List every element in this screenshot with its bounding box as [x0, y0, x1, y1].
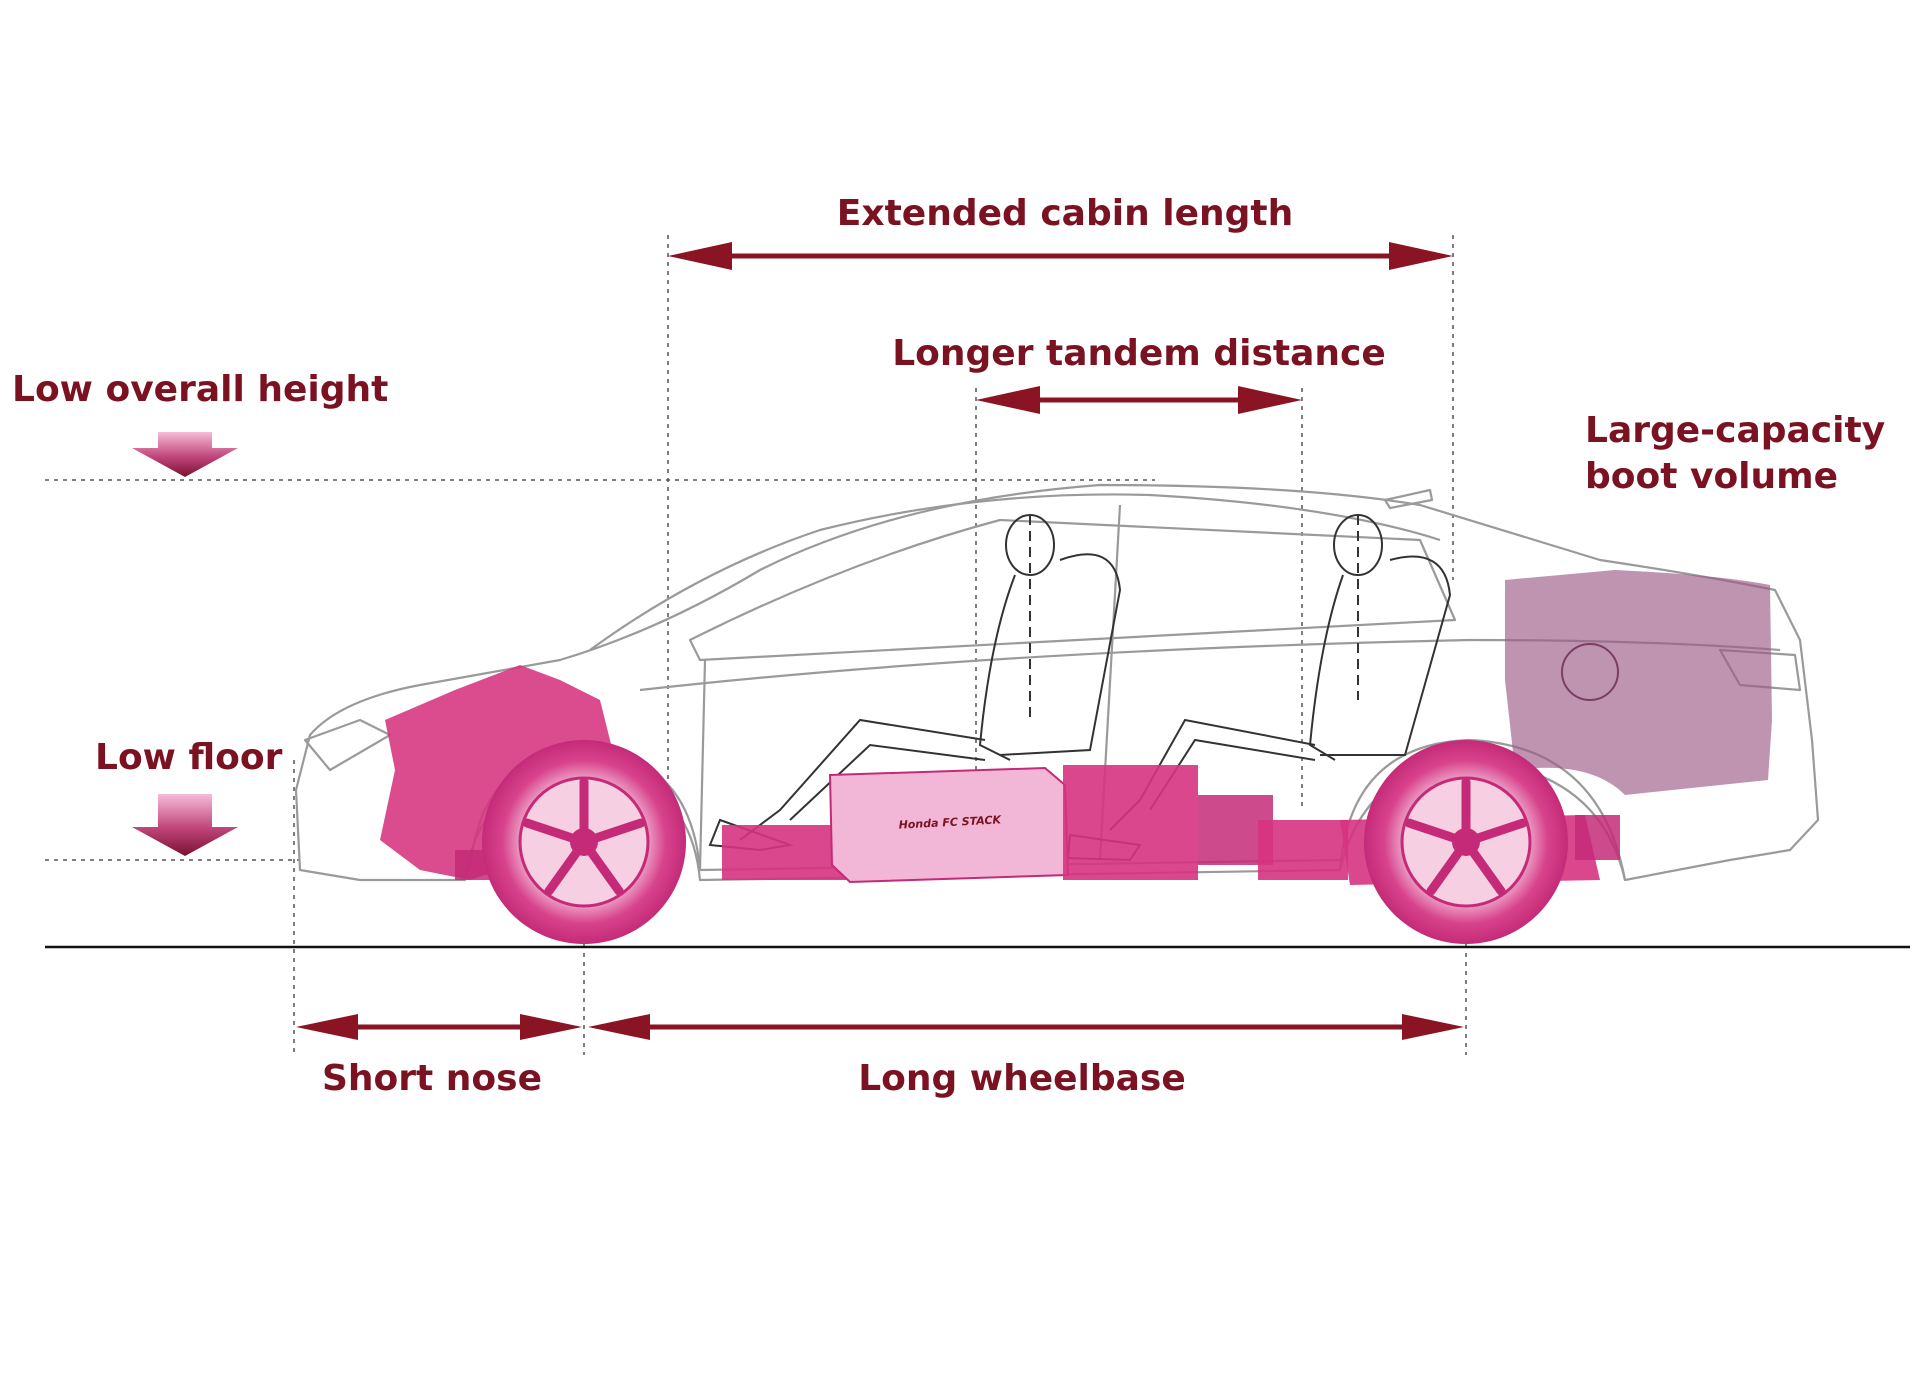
rear-sub-unit — [1575, 815, 1620, 860]
low-floor-down-arrow — [132, 794, 238, 856]
large-capacity-label: Large-capacity — [1585, 410, 1885, 451]
rear-tank — [1258, 820, 1348, 880]
labels: Extended cabin length Longer tandem dist… — [12, 193, 1885, 1099]
car-window-line — [688, 518, 1457, 662]
car-rear-wheel-arch — [1338, 738, 1627, 881]
fc-stack-badge: Honda FC STACK — [898, 813, 1002, 831]
wheelbase-arrow — [588, 1014, 1464, 1040]
short-nose-label: Short nose — [322, 1058, 542, 1099]
extended-cabin-length-label: Extended cabin length — [837, 193, 1293, 234]
car-roofline-inner — [589, 493, 1441, 651]
front-wheel — [482, 740, 686, 944]
low-overall-height-label: Low overall height — [12, 369, 388, 410]
low-floor-label: Low floor — [95, 737, 283, 778]
short-nose-arrow — [296, 1014, 582, 1040]
fuel-filler-cap — [1561, 643, 1619, 701]
rear-wheel — [1364, 740, 1568, 944]
boot-volume-label: boot volume — [1585, 456, 1838, 497]
boot-volume-area — [1505, 570, 1772, 795]
longer-tandem-distance-label: Longer tandem distance — [892, 333, 1386, 374]
front-occupant — [708, 514, 1122, 852]
car-spoiler — [1383, 488, 1434, 510]
long-wheelbase-label: Long wheelbase — [858, 1058, 1186, 1099]
low-height-down-arrow — [132, 432, 238, 477]
cabin-length-arrow — [668, 242, 1453, 270]
dimension-arrows — [296, 242, 1464, 1040]
hydrogen-tank-mid — [1063, 765, 1198, 880]
tandem-distance-arrow — [976, 386, 1302, 414]
